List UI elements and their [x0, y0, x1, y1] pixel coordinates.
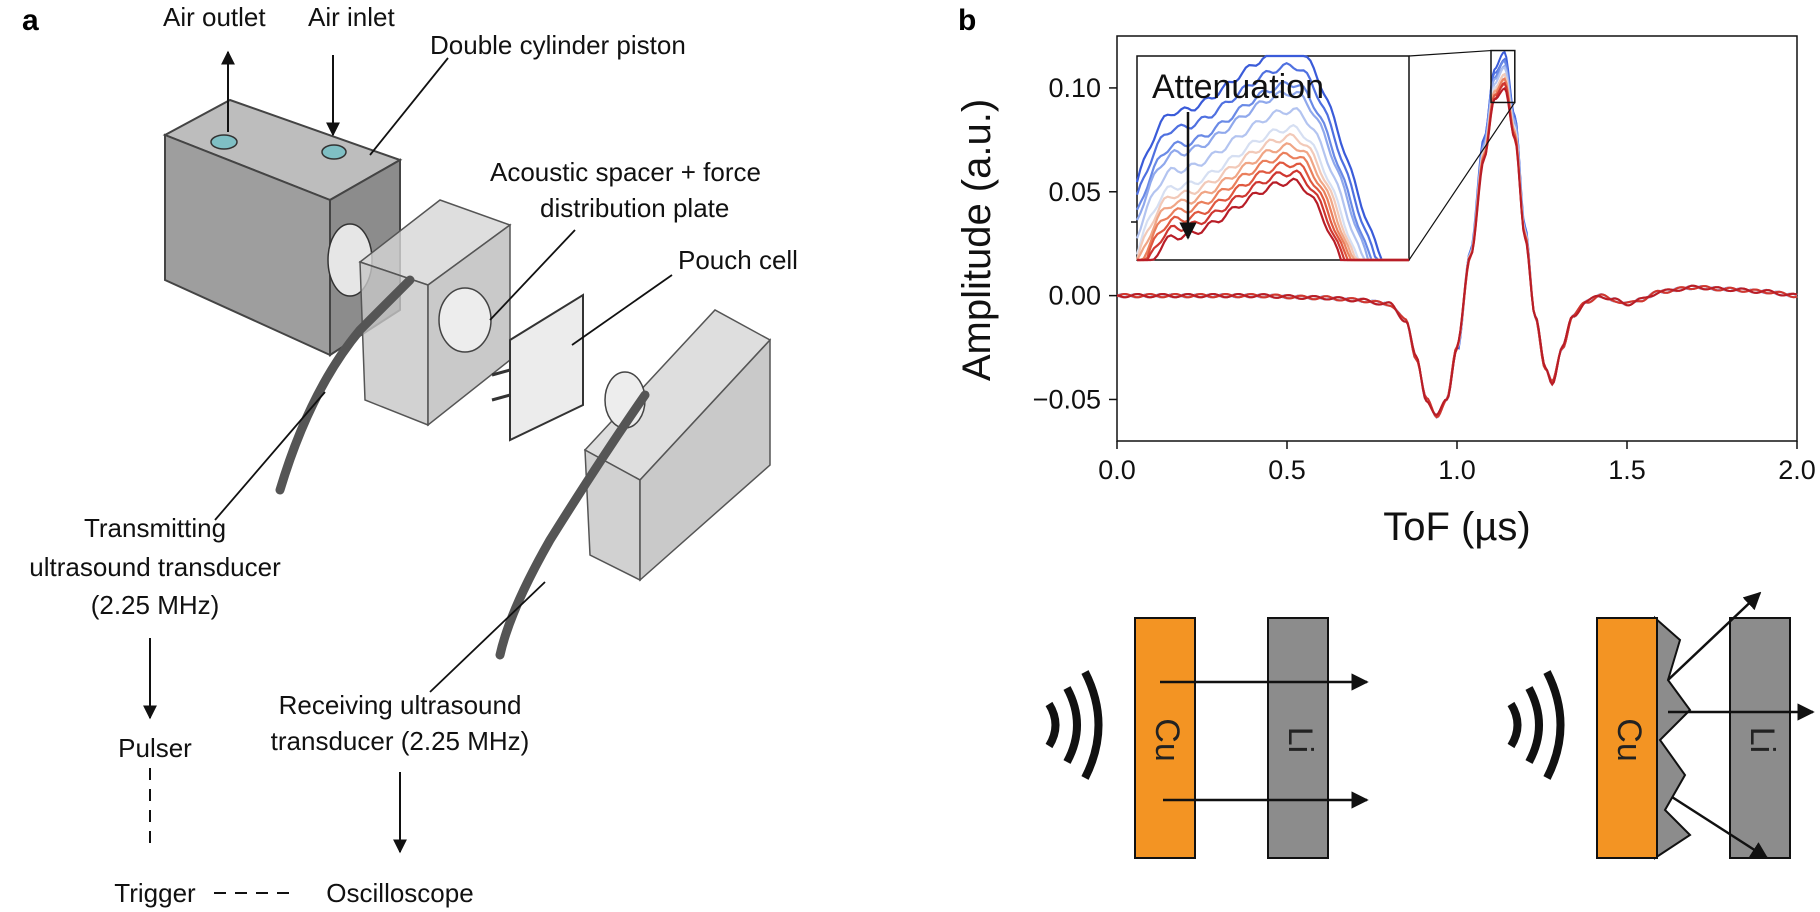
- y-tick-label: 0.05: [1048, 177, 1101, 207]
- label-air-inlet: Air inlet: [308, 2, 395, 32]
- x-tick-label: 2.0: [1778, 455, 1816, 485]
- y-tick-label: −0.05: [1033, 384, 1101, 414]
- series-line-12: [1116, 86, 1798, 417]
- zoom-layer: [1408, 49, 1516, 261]
- x-tick-label: 0.0: [1098, 455, 1136, 485]
- label-rx-1: Receiving ultrasound: [279, 690, 522, 720]
- zoom-box: [1490, 49, 1516, 104]
- y-tick-label: 0.10: [1048, 73, 1101, 103]
- schematic-smooth: Cu Li: [1045, 617, 1369, 859]
- x-axis-title: ToF (µs): [1383, 505, 1530, 549]
- panel-letter-a: a: [22, 4, 39, 37]
- label-pulser: Pulser: [118, 733, 192, 763]
- waveform-chart: 0.0 0.5 1.0 1.5 2.0 −0.05 0.00 0.05 0.10 ToF (µs…: [955, 35, 1816, 549]
- series-layer: [1116, 50, 1798, 419]
- schematic-rough: Cu Li: [1507, 591, 1815, 860]
- y-tick-label: 0.00: [1048, 281, 1101, 311]
- x-tick-label: 1.0: [1438, 455, 1476, 485]
- label-rx-2: transducer (2.25 MHz): [271, 726, 530, 756]
- cu-slab-right: [1596, 617, 1658, 859]
- inset-series-5: [1135, 107, 1409, 262]
- pouch-cell: [491, 293, 584, 442]
- zoom-connector-top: [1408, 49, 1492, 57]
- receiver-housing: [495, 309, 772, 660]
- label-oscilloscope: Oscilloscope: [326, 878, 473, 908]
- label-spacer-1: Acoustic spacer + force: [490, 157, 761, 187]
- inset-label: Attenuation: [1152, 68, 1324, 106]
- ticks-layer: 0.0 0.5 1.0 1.5 2.0 −0.05 0.00 0.05 0.10: [1033, 73, 1816, 485]
- y-axis-title: Amplitude (a.u.): [955, 99, 999, 381]
- x-tick-label: 1.5: [1608, 455, 1646, 485]
- cu-label-right: Cu: [1610, 718, 1648, 761]
- inset-series-2: [1135, 61, 1409, 262]
- rough-interface: [1654, 615, 1692, 860]
- li-label-right: Li: [1743, 727, 1781, 753]
- label-spacer-2: distribution plate: [540, 193, 729, 223]
- label-pouch: Pouch cell: [678, 245, 798, 275]
- inset-series-4: [1136, 90, 1409, 262]
- label-tx-1: Transmitting: [84, 513, 226, 543]
- wave-icon-right: [1543, 670, 1565, 780]
- cu-label-left: Cu: [1148, 718, 1186, 761]
- li-label-left: Li: [1281, 727, 1319, 753]
- inset-series-1: [1135, 54, 1409, 262]
- label-tx-3: (2.25 MHz): [91, 590, 220, 620]
- inset: Attenuation: [1131, 54, 1410, 262]
- li-slab-right: [1729, 617, 1791, 859]
- label-piston: Double cylinder piston: [430, 30, 686, 60]
- label-air-outlet: Air outlet: [163, 2, 266, 32]
- zoom-connector-bottom: [1408, 102, 1516, 261]
- panel-letter-b: b: [958, 4, 976, 37]
- inset-series-3: [1136, 80, 1409, 262]
- cu-slab-left: [1134, 617, 1196, 859]
- x-tick-label: 0.5: [1268, 455, 1306, 485]
- li-slab-left: [1267, 617, 1329, 859]
- label-trigger: Trigger: [114, 878, 196, 908]
- wave-icon: [1081, 670, 1103, 780]
- label-tx-2: ultrasound transducer: [29, 552, 281, 582]
